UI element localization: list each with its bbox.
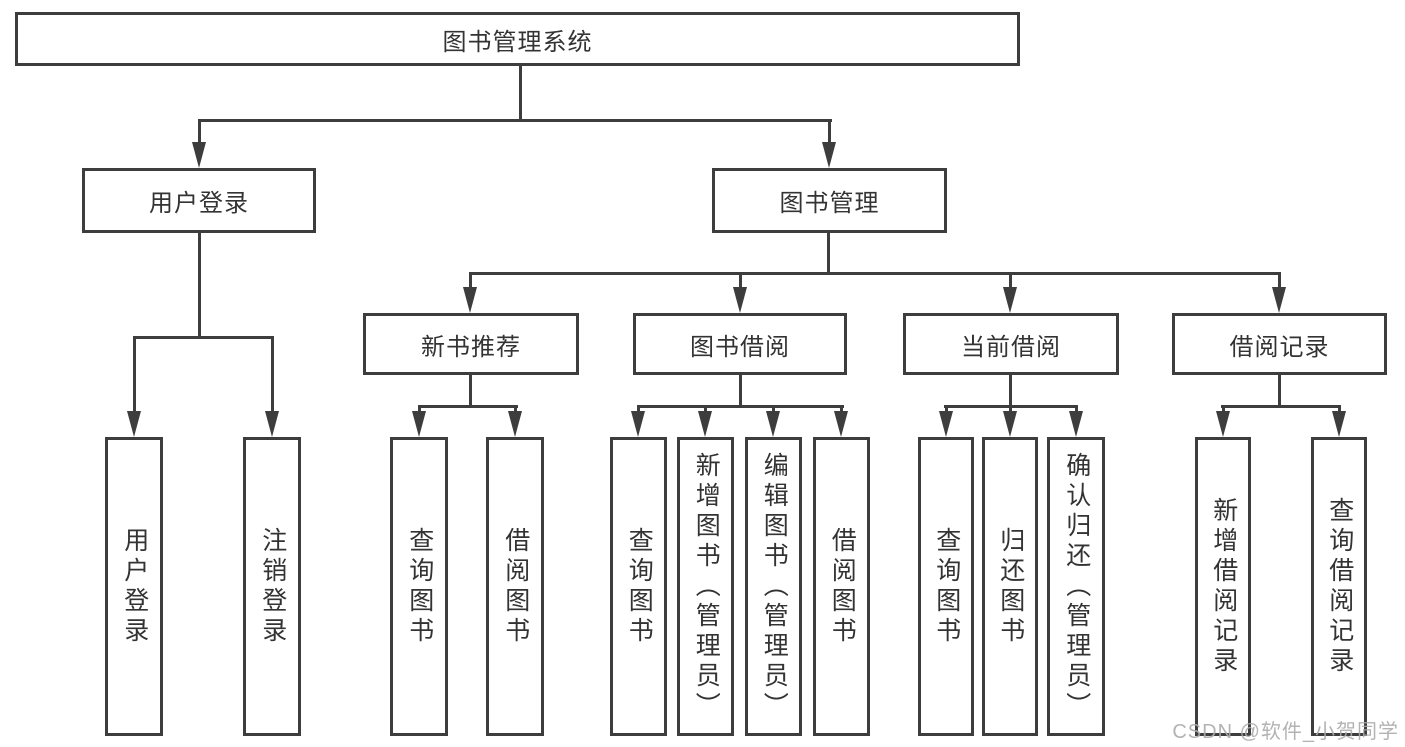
node-book-borrow: 图书借阅 xyxy=(633,313,847,375)
connector-shaft xyxy=(469,272,472,291)
leaf-label: 用户登录 xyxy=(120,526,149,647)
arrow-down-icon xyxy=(1069,411,1083,437)
node-label: 用户登录 xyxy=(149,190,249,217)
connector-recommend-stem xyxy=(469,374,472,408)
leaf-label: 借阅图书 xyxy=(501,526,530,647)
connector-shaft xyxy=(739,272,742,291)
leaf-current-return-books: 归还图书 xyxy=(982,437,1038,736)
leaf-label: 查询图书 xyxy=(625,526,654,647)
connector-level1 xyxy=(198,119,832,122)
leaf-records-add-record: 新增借阅记录 xyxy=(1195,437,1251,736)
connector-shaft xyxy=(828,119,831,149)
leaf-label: 查询借阅记录 xyxy=(1325,496,1354,677)
leaf-label: 借阅图书 xyxy=(828,526,857,647)
connector-shaft xyxy=(133,336,136,414)
connector-records-group xyxy=(1221,405,1341,408)
arrow-down-icon xyxy=(733,287,747,313)
node-root-label: 图书管理系统 xyxy=(442,28,593,56)
node-root: 图书管理系统 xyxy=(15,12,1020,66)
connector-current-stem xyxy=(1009,374,1012,408)
leaf-label: 新增借阅记录 xyxy=(1209,496,1238,677)
connector-level2 xyxy=(469,272,1281,275)
connector-records-stem xyxy=(1278,374,1281,408)
node-label: 新书推荐 xyxy=(421,333,521,361)
connector-shaft xyxy=(271,336,274,414)
leaf-recommend-query-books: 查询图书 xyxy=(390,437,448,736)
leaf-label: 注销登录 xyxy=(258,526,287,647)
leaf-current-confirm-return-admin: 确认归还（管理员） xyxy=(1047,437,1105,736)
connector-shaft xyxy=(198,119,201,149)
node-borrow-records: 借阅记录 xyxy=(1172,313,1387,375)
node-book-management: 图书管理 xyxy=(712,168,947,233)
leaf-label: 新增图书（管理员） xyxy=(692,451,721,722)
connector-recommend-group xyxy=(418,405,518,408)
arrow-down-icon xyxy=(939,411,953,437)
arrow-down-icon xyxy=(508,411,522,437)
connector-mgmt-stem xyxy=(827,232,830,275)
leaf-borrow-borrow-books: 借阅图书 xyxy=(813,437,870,736)
arrow-down-icon xyxy=(822,142,836,168)
leaf-records-query-record: 查询借阅记录 xyxy=(1311,437,1367,736)
node-label: 当前借阅 xyxy=(961,333,1061,361)
arrow-down-icon xyxy=(265,411,279,437)
connector-user-group xyxy=(133,336,274,339)
leaf-label: 查询图书 xyxy=(405,526,434,647)
leaf-user-login: 用户登录 xyxy=(105,437,163,736)
arrow-down-icon xyxy=(463,287,477,313)
leaf-borrow-query-books: 查询图书 xyxy=(610,437,667,736)
connector-shaft xyxy=(1278,272,1281,291)
arrow-down-icon xyxy=(766,411,780,437)
leaf-borrow-add-books-admin: 新增图书（管理员） xyxy=(677,437,734,736)
connector-root-stem xyxy=(519,65,522,121)
leaf-label: 查询图书 xyxy=(932,526,961,647)
arrow-down-icon xyxy=(1003,287,1017,313)
node-new-book-recommend: 新书推荐 xyxy=(363,313,579,375)
arrow-down-icon xyxy=(192,142,206,168)
arrow-down-icon xyxy=(834,411,848,437)
node-label: 借阅记录 xyxy=(1229,333,1330,361)
arrow-down-icon xyxy=(1216,411,1230,437)
connector-user-stem xyxy=(198,232,201,338)
arrow-down-icon xyxy=(1332,411,1346,437)
leaf-label: 确认归还（管理员） xyxy=(1062,451,1091,722)
arrow-down-icon xyxy=(631,411,645,437)
leaf-logout: 注销登录 xyxy=(243,437,301,736)
arrow-down-icon xyxy=(1003,411,1017,437)
arrow-down-icon xyxy=(698,411,712,437)
csdn-watermark: CSDN @软件_小贺同学 xyxy=(1172,721,1399,743)
leaf-label: 编辑图书（管理员） xyxy=(760,451,789,722)
node-label: 图书借阅 xyxy=(690,333,790,361)
leaf-current-query-books: 查询图书 xyxy=(918,437,974,736)
arrow-down-icon xyxy=(127,411,141,437)
node-user-login: 用户登录 xyxy=(82,168,316,233)
arrow-down-icon xyxy=(1272,287,1286,313)
node-current-borrow: 当前借阅 xyxy=(903,313,1119,375)
arrow-down-icon xyxy=(412,411,426,437)
node-label: 图书管理 xyxy=(779,190,880,217)
connector-shaft xyxy=(1009,272,1012,291)
leaf-recommend-borrow-books: 借阅图书 xyxy=(486,437,544,736)
connector-borrow-group xyxy=(637,405,844,408)
connector-borrow-stem xyxy=(739,374,742,408)
leaf-label: 归还图书 xyxy=(996,526,1025,647)
leaf-borrow-edit-books-admin: 编辑图书（管理员） xyxy=(745,437,802,736)
